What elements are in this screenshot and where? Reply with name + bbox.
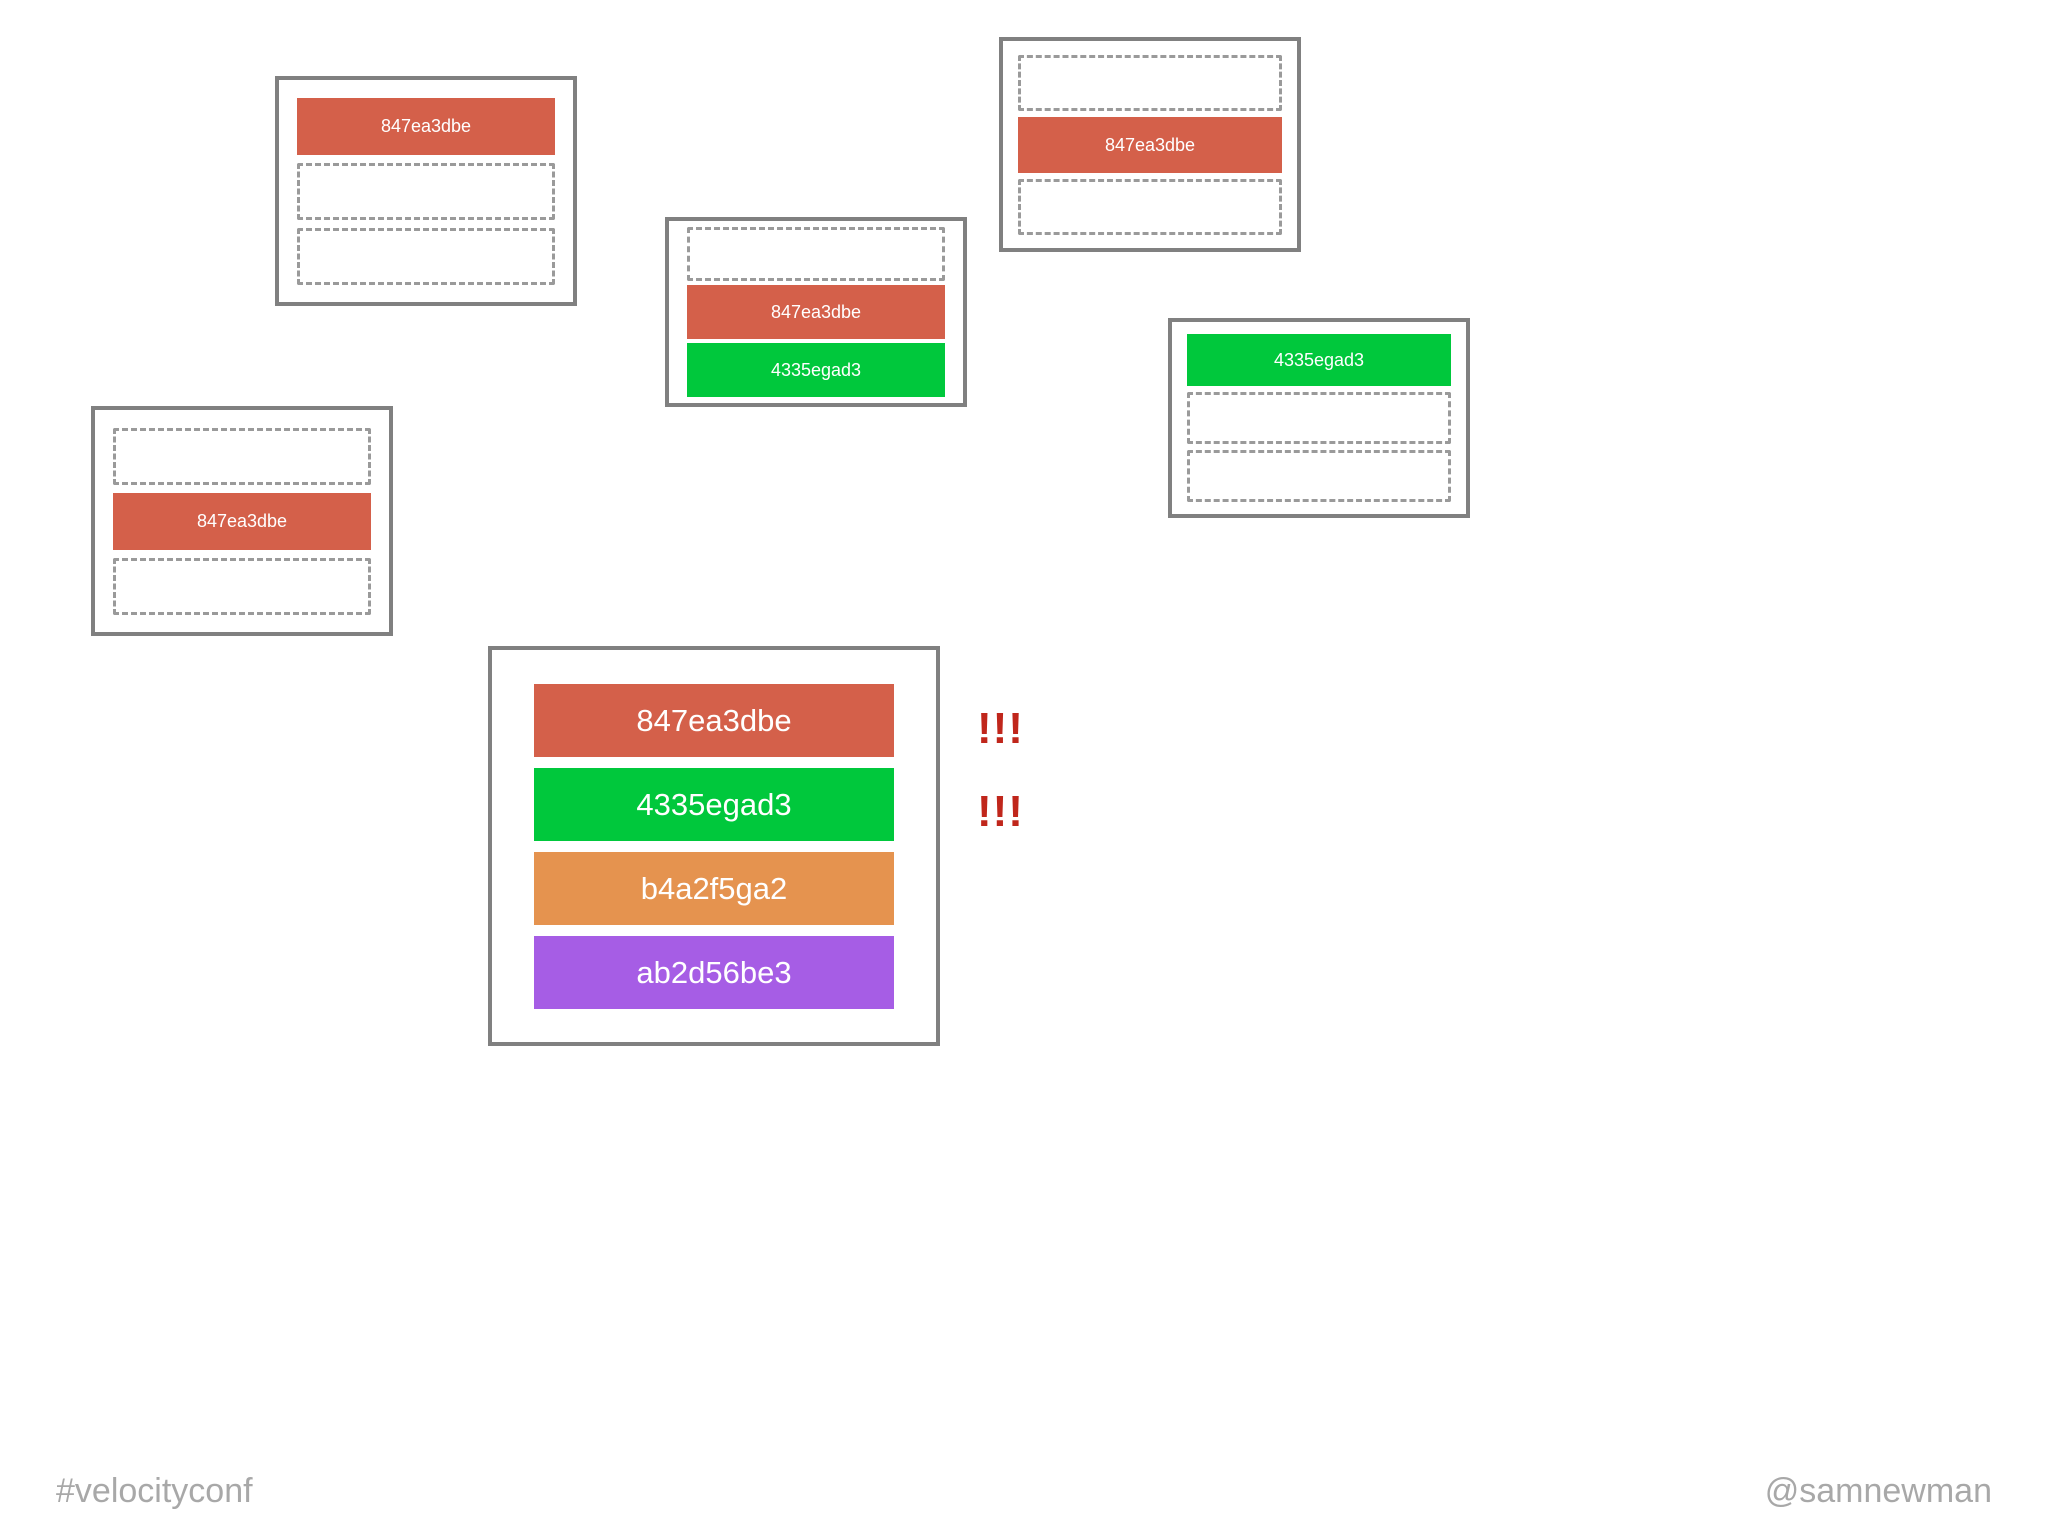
slot-list: 847ea3dbe bbox=[1003, 54, 1297, 235]
slot-list: 847ea3dbe bbox=[279, 97, 573, 285]
empty-slot[interactable] bbox=[1018, 54, 1282, 111]
slot-list: 847ea3dbe 4335egad3 bbox=[669, 227, 963, 397]
warning-marker-icon: !!! bbox=[977, 704, 1024, 753]
empty-slot[interactable] bbox=[113, 557, 371, 615]
empty-slot[interactable] bbox=[297, 162, 555, 220]
slot-list: 4335egad3 bbox=[1172, 334, 1466, 502]
instance-847ea3dbe[interactable]: 847ea3dbe bbox=[1018, 116, 1282, 173]
empty-slot[interactable] bbox=[1187, 392, 1451, 444]
empty-slot[interactable] bbox=[297, 227, 555, 285]
footer-hashtag: #velocityconf bbox=[56, 1472, 253, 1510]
empty-slot[interactable] bbox=[1187, 450, 1451, 502]
empty-slot[interactable] bbox=[1018, 178, 1282, 235]
empty-slot[interactable] bbox=[687, 227, 945, 281]
slot-list: 847ea3dbe bbox=[95, 427, 389, 615]
host-box-top-right: 847ea3dbe bbox=[999, 37, 1301, 252]
instance-4335egad3[interactable]: 4335egad3 bbox=[534, 767, 894, 841]
instance-b4a2f5ga2[interactable]: b4a2f5ga2 bbox=[534, 851, 894, 925]
host-box-mid-left: 847ea3dbe bbox=[91, 406, 393, 636]
host-box-center: 847ea3dbe 4335egad3 bbox=[665, 217, 967, 407]
host-box-mid-right: 4335egad3 bbox=[1168, 318, 1470, 518]
warning-marker-icon: !!! bbox=[977, 787, 1024, 836]
host-box-top-left: 847ea3dbe bbox=[275, 76, 577, 306]
instance-4335egad3[interactable]: 4335egad3 bbox=[1187, 334, 1451, 386]
instance-ab2d56be3[interactable]: ab2d56be3 bbox=[534, 935, 894, 1009]
instance-847ea3dbe[interactable]: 847ea3dbe bbox=[534, 683, 894, 757]
instance-847ea3dbe[interactable]: 847ea3dbe bbox=[297, 97, 555, 155]
empty-slot[interactable] bbox=[113, 427, 371, 485]
instance-4335egad3[interactable]: 4335egad3 bbox=[687, 343, 945, 397]
slot-list: 847ea3dbe 4335egad3 b4a2f5ga2 ab2d56be3 bbox=[492, 683, 936, 1009]
instance-847ea3dbe[interactable]: 847ea3dbe bbox=[687, 285, 945, 339]
footer-handle: @samnewman bbox=[1764, 1472, 1992, 1510]
host-box-overloaded: 847ea3dbe 4335egad3 b4a2f5ga2 ab2d56be3 bbox=[488, 646, 940, 1046]
instance-847ea3dbe[interactable]: 847ea3dbe bbox=[113, 492, 371, 550]
